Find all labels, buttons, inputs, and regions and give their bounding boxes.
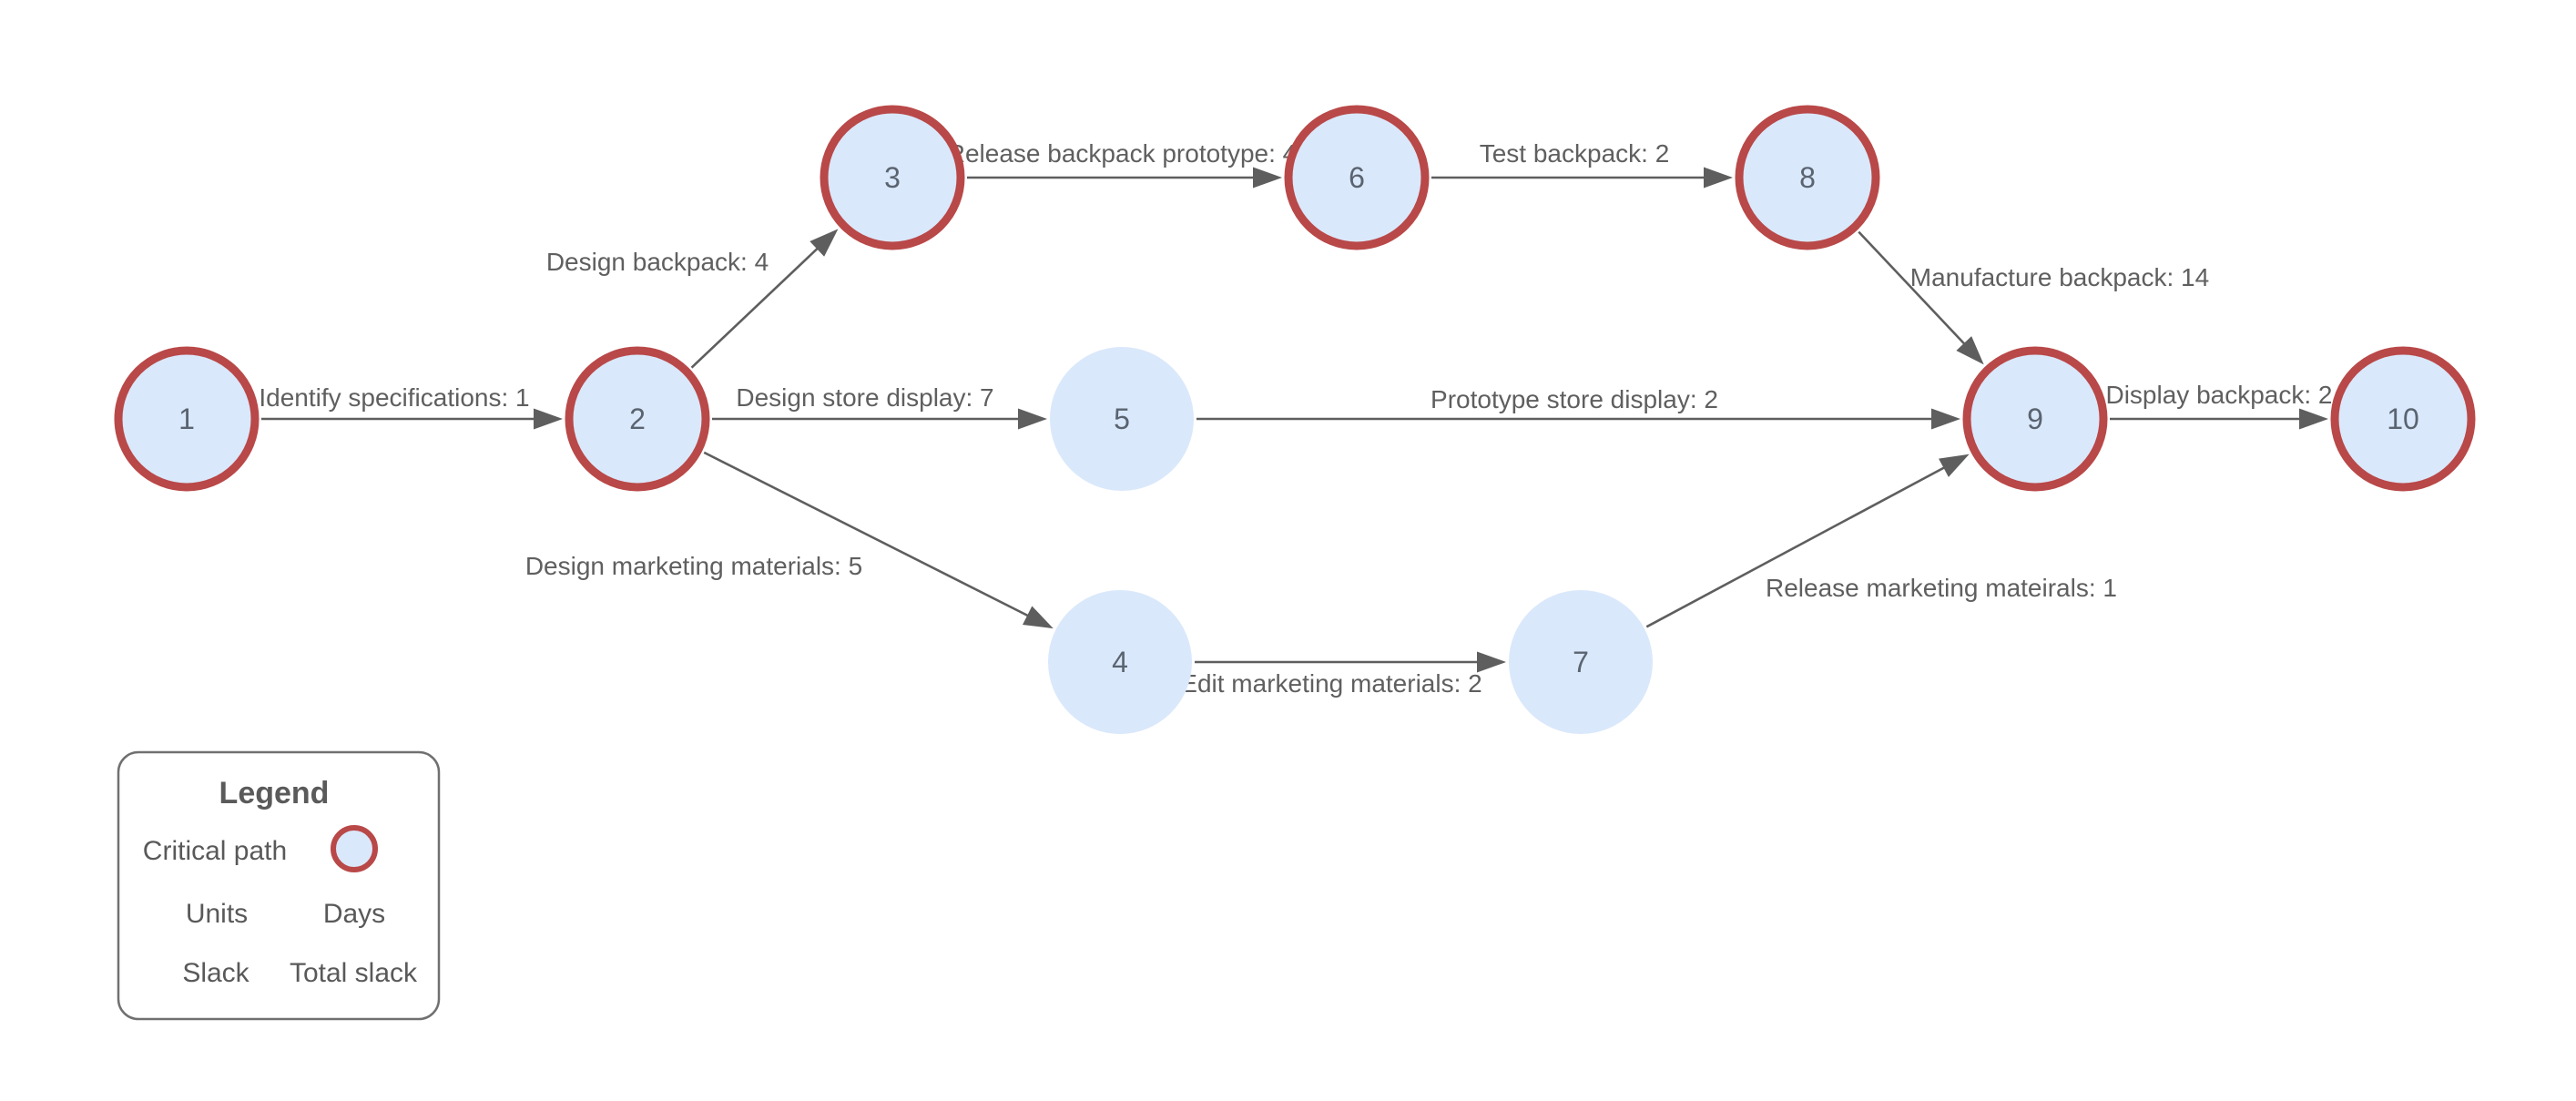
- critical-path-node-swatch: [331, 825, 378, 872]
- edge-label: Display backpack: 2: [2105, 381, 2332, 409]
- critical-node-circle[interactable]: [1735, 105, 1880, 250]
- arrowhead-icon: [2299, 408, 2328, 430]
- edge-label: Design marketing materials: 5: [525, 552, 862, 580]
- arrowhead-icon: [1939, 454, 1970, 477]
- legend-row-slack: Slack Total slack: [182, 958, 418, 988]
- legend-units-value: Days: [323, 899, 385, 929]
- legend-row-critical-path: Critical path: [143, 825, 378, 872]
- node-3[interactable]: 3: [820, 105, 965, 250]
- edge-label: Identify specifications: 1: [259, 383, 529, 412]
- critical-node-circle[interactable]: [2330, 346, 2476, 492]
- critical-node-circle[interactable]: [1284, 105, 1430, 250]
- critical-node-circle[interactable]: [1962, 346, 2108, 492]
- edge-2-3[interactable]: Design backpack: 4: [546, 229, 839, 369]
- edge-4-7[interactable]: Edit marketing materials: 2: [1180, 651, 1506, 698]
- network-layer: Identify specifications: 1 Design backpac…: [114, 105, 2476, 734]
- arrowhead-icon: [534, 408, 563, 430]
- node-circle[interactable]: [1509, 590, 1653, 734]
- node-number: 9: [2027, 403, 2043, 435]
- edge-6-8[interactable]: Test backpack: 2: [1431, 139, 1733, 189]
- node-circle[interactable]: [1048, 590, 1192, 734]
- node-number: 7: [1573, 646, 1589, 678]
- edge-label: Prototype store display: 2: [1431, 385, 1718, 413]
- legend-critical-path-label: Critical path: [143, 836, 287, 866]
- arrowhead-icon: [1023, 606, 1054, 629]
- edge-label: Edit marketing materials: 2: [1180, 669, 1481, 698]
- arrowhead-icon: [1931, 408, 1960, 430]
- node-1[interactable]: 1: [114, 346, 260, 492]
- edge-7-9[interactable]: Release marketing mateirals: 1: [1645, 454, 2117, 628]
- legend-row-units: Units Days: [186, 899, 385, 929]
- node-number: 1: [178, 403, 195, 435]
- edge-2-4[interactable]: Design marketing materials: 5: [525, 451, 1054, 629]
- node-4[interactable]: 4: [1048, 590, 1192, 734]
- node-number: 3: [884, 161, 901, 194]
- edge-label: Release backpack prototype: 4: [947, 139, 1297, 168]
- arrowhead-icon: [1704, 167, 1733, 189]
- edge-connector-line[interactable]: [1645, 465, 1946, 628]
- critical-node-circle[interactable]: [114, 346, 260, 492]
- edge-8-9[interactable]: Manufacture backpack: 14: [1858, 230, 2209, 365]
- legend-box[interactable]: [117, 750, 441, 1021]
- edge-2-5[interactable]: Design store display: 7: [712, 383, 1047, 430]
- edge-label: Design backpack: 4: [546, 248, 769, 276]
- node-2[interactable]: 2: [565, 346, 710, 492]
- legend-slack-label: Slack: [182, 958, 249, 988]
- node-7[interactable]: 7: [1509, 590, 1653, 734]
- edge-9-10[interactable]: Display backpack: 2: [2105, 381, 2333, 430]
- edge-label: Test backpack: 2: [1480, 139, 1670, 168]
- arrowhead-icon: [1956, 336, 1984, 365]
- legend-title: Legend: [219, 776, 330, 810]
- arrowhead-icon: [1018, 408, 1047, 430]
- critical-node-circle[interactable]: [565, 346, 710, 492]
- node-8[interactable]: 8: [1735, 105, 1880, 250]
- node-number: 8: [1799, 161, 1816, 194]
- edge-1-2[interactable]: Identify specifications: 1: [259, 383, 563, 430]
- edge-5-9[interactable]: Prototype store display: 2: [1196, 385, 1960, 430]
- edge-3-6[interactable]: Release backpack prototype: 4: [947, 139, 1297, 189]
- node-number: 2: [629, 403, 646, 435]
- edge-label: Release marketing mateirals: 1: [1766, 574, 2117, 602]
- node-number: 4: [1112, 646, 1128, 678]
- node-5[interactable]: 5: [1050, 347, 1194, 491]
- legend-units-label: Units: [186, 899, 248, 929]
- arrowhead-icon: [1477, 651, 1506, 673]
- node-9[interactable]: 9: [1962, 346, 2108, 492]
- critical-node-circle[interactable]: [820, 105, 965, 250]
- edge-label: Manufacture backpack: 14: [1910, 263, 2209, 291]
- arrowhead-icon: [1253, 167, 1282, 189]
- node-6[interactable]: 6: [1284, 105, 1430, 250]
- node-number: 10: [2387, 403, 2419, 435]
- arrowhead-icon: [809, 229, 839, 257]
- node-number: 5: [1114, 403, 1130, 435]
- edge-connector-line[interactable]: [690, 247, 820, 369]
- node-number: 6: [1349, 161, 1365, 194]
- legend-slack-value: Total slack: [290, 958, 418, 988]
- node-circle[interactable]: [1050, 347, 1194, 491]
- legend-panel[interactable]: Legend Critical path Units Days Slack To…: [117, 750, 441, 1021]
- edge-connector-line[interactable]: [703, 451, 1030, 617]
- node-10[interactable]: 10: [2330, 346, 2476, 492]
- edge-label: Design store display: 7: [736, 383, 993, 412]
- edge-connector-line[interactable]: [1858, 230, 1967, 346]
